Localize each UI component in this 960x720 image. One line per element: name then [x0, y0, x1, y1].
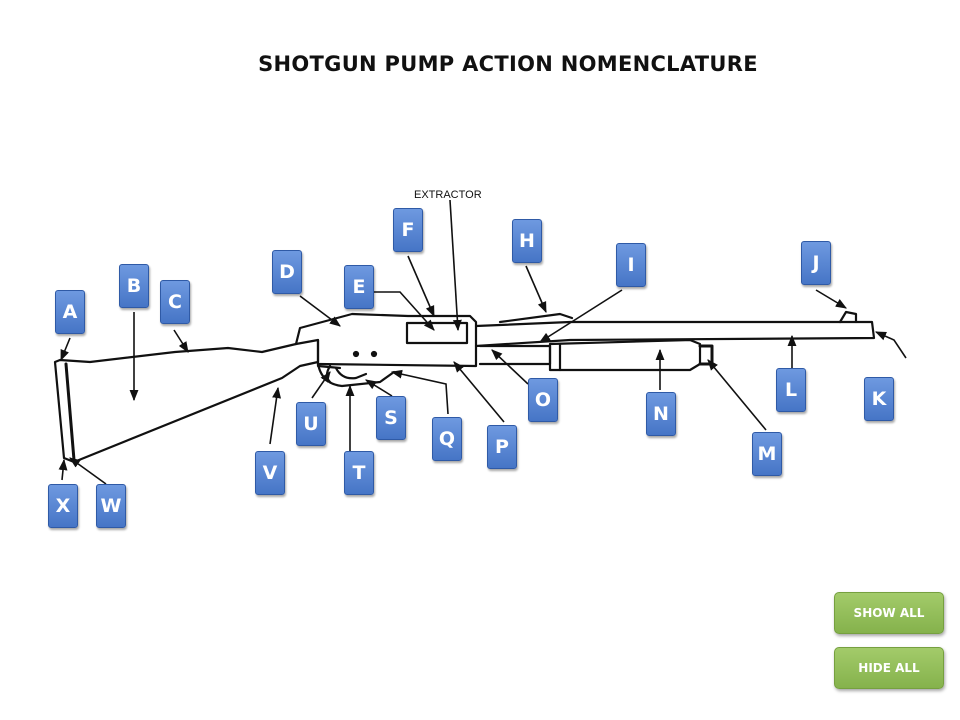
page-title: SHOTGUN PUMP ACTION NOMENCLATURE — [258, 52, 758, 76]
label-button-x[interactable]: X — [48, 484, 78, 528]
label-button-f[interactable]: F — [393, 208, 423, 252]
label-button-p[interactable]: P — [487, 425, 517, 469]
show-all-button[interactable]: SHOW ALL — [834, 592, 944, 634]
label-button-e[interactable]: E — [344, 265, 374, 309]
hide-all-button[interactable]: HIDE ALL — [834, 647, 944, 689]
label-button-k[interactable]: K — [864, 377, 894, 421]
label-button-a[interactable]: A — [55, 290, 85, 334]
label-button-d[interactable]: D — [272, 250, 302, 294]
label-button-h[interactable]: H — [512, 219, 542, 263]
label-button-u[interactable]: U — [296, 402, 326, 446]
label-button-i[interactable]: I — [616, 243, 646, 287]
label-button-c[interactable]: C — [160, 280, 190, 324]
label-button-l[interactable]: L — [776, 368, 806, 412]
label-button-n[interactable]: N — [646, 392, 676, 436]
extractor-label: EXTRACTOR — [414, 189, 482, 201]
label-button-m[interactable]: M — [752, 432, 782, 476]
label-button-s[interactable]: S — [376, 396, 406, 440]
label-button-v[interactable]: V — [255, 451, 285, 495]
label-button-q[interactable]: Q — [432, 417, 462, 461]
label-button-o[interactable]: O — [528, 378, 558, 422]
label-button-j[interactable]: J — [801, 241, 831, 285]
label-button-t[interactable]: T — [344, 451, 374, 495]
label-button-b[interactable]: B — [119, 264, 149, 308]
label-button-w[interactable]: W — [96, 484, 126, 528]
